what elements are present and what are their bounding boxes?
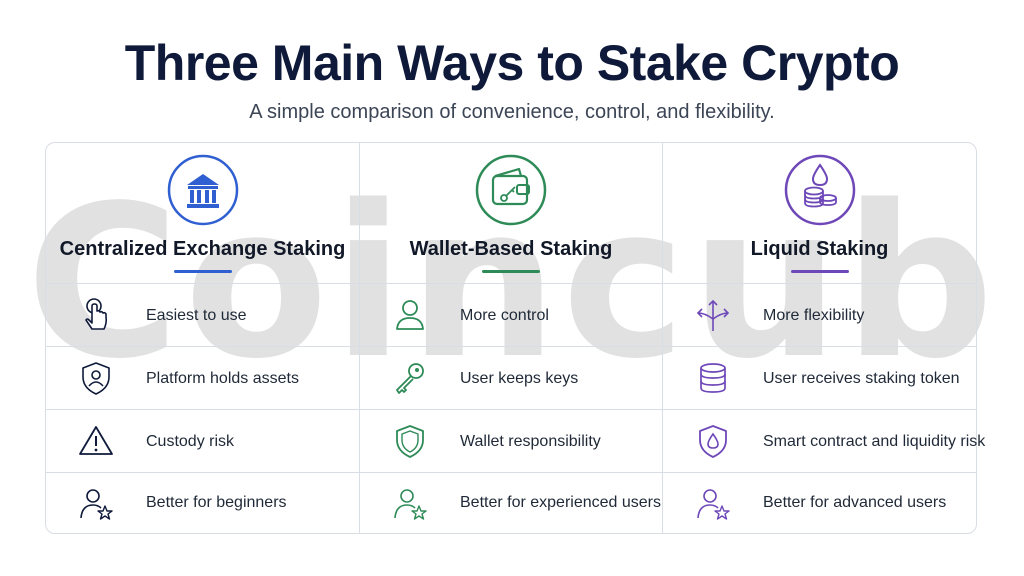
row-text: User receives staking token bbox=[763, 370, 960, 387]
column-title: Centralized Exchange Staking bbox=[59, 238, 346, 260]
row-text: Platform holds assets bbox=[146, 370, 299, 387]
comparison-table: Centralized Exchange Staking Easiest to … bbox=[45, 142, 985, 534]
row-text: User keeps keys bbox=[460, 370, 579, 387]
table-row: User keeps keys bbox=[360, 347, 662, 410]
coins-stack-icon bbox=[700, 363, 726, 393]
row-text: Custody risk bbox=[146, 433, 235, 450]
row-text: Better for experienced users bbox=[460, 494, 661, 511]
title-underline bbox=[482, 270, 540, 273]
row-text: Better for advanced users bbox=[763, 494, 947, 511]
table-row: Better for beginners bbox=[46, 473, 359, 533]
column-title: Wallet-Based Staking bbox=[409, 238, 613, 260]
page-title: Three Main Ways to Stake Crypto bbox=[124, 35, 900, 91]
column-header: Centralized Exchange Staking bbox=[46, 143, 359, 284]
user-icon bbox=[396, 300, 424, 330]
column-liquid: Liquid Staking More flexibility User rec… bbox=[663, 143, 985, 533]
title-underline bbox=[790, 270, 849, 273]
page-subtitle: A simple comparison of convenience, cont… bbox=[249, 101, 775, 123]
row-text: Better for beginners bbox=[146, 494, 287, 511]
table-row: Smart contract and liquidity risk bbox=[663, 410, 985, 473]
shield-icon bbox=[396, 425, 424, 458]
arrows-split-icon bbox=[696, 299, 730, 331]
user-star-icon bbox=[697, 489, 730, 520]
row-text: Smart contract and liquidity risk bbox=[763, 433, 986, 450]
row-text: Easiest to use bbox=[146, 307, 247, 324]
table-row: Platform holds assets bbox=[46, 347, 359, 410]
row-text: More flexibility bbox=[763, 307, 865, 324]
table-row: More control bbox=[360, 284, 662, 347]
title-underline bbox=[173, 270, 232, 273]
table-row: Easiest to use bbox=[46, 284, 359, 347]
row-text: Wallet responsibility bbox=[460, 433, 601, 450]
shield-user-icon bbox=[82, 362, 110, 395]
table-row: User receives staking token bbox=[663, 347, 976, 410]
user-star-icon bbox=[394, 489, 427, 520]
user-star-icon bbox=[80, 489, 113, 520]
table-row: More flexibility bbox=[663, 284, 976, 347]
row-text: More control bbox=[460, 307, 549, 324]
table-row: Custody risk bbox=[46, 410, 359, 473]
column-title: Liquid Staking bbox=[750, 238, 889, 260]
column-wallet: Wallet-Based Staking More control User k… bbox=[360, 143, 663, 533]
warning-icon bbox=[79, 426, 113, 455]
wallet-key-icon bbox=[475, 154, 547, 226]
pointer-hand-icon bbox=[85, 298, 108, 330]
column-centralized: Centralized Exchange Staking Easiest to … bbox=[46, 143, 360, 533]
column-header: Liquid Staking bbox=[663, 143, 976, 284]
table-row: Wallet responsibility bbox=[360, 410, 662, 473]
key-icon bbox=[396, 363, 424, 394]
table-row: Better for experienced users bbox=[360, 473, 662, 533]
shield-drop-icon bbox=[699, 425, 727, 458]
table-row: Better for advanced users bbox=[663, 473, 976, 533]
droplet-coins-icon bbox=[784, 154, 855, 226]
column-header: Wallet-Based Staking bbox=[360, 143, 662, 284]
bank-icon bbox=[167, 154, 238, 226]
